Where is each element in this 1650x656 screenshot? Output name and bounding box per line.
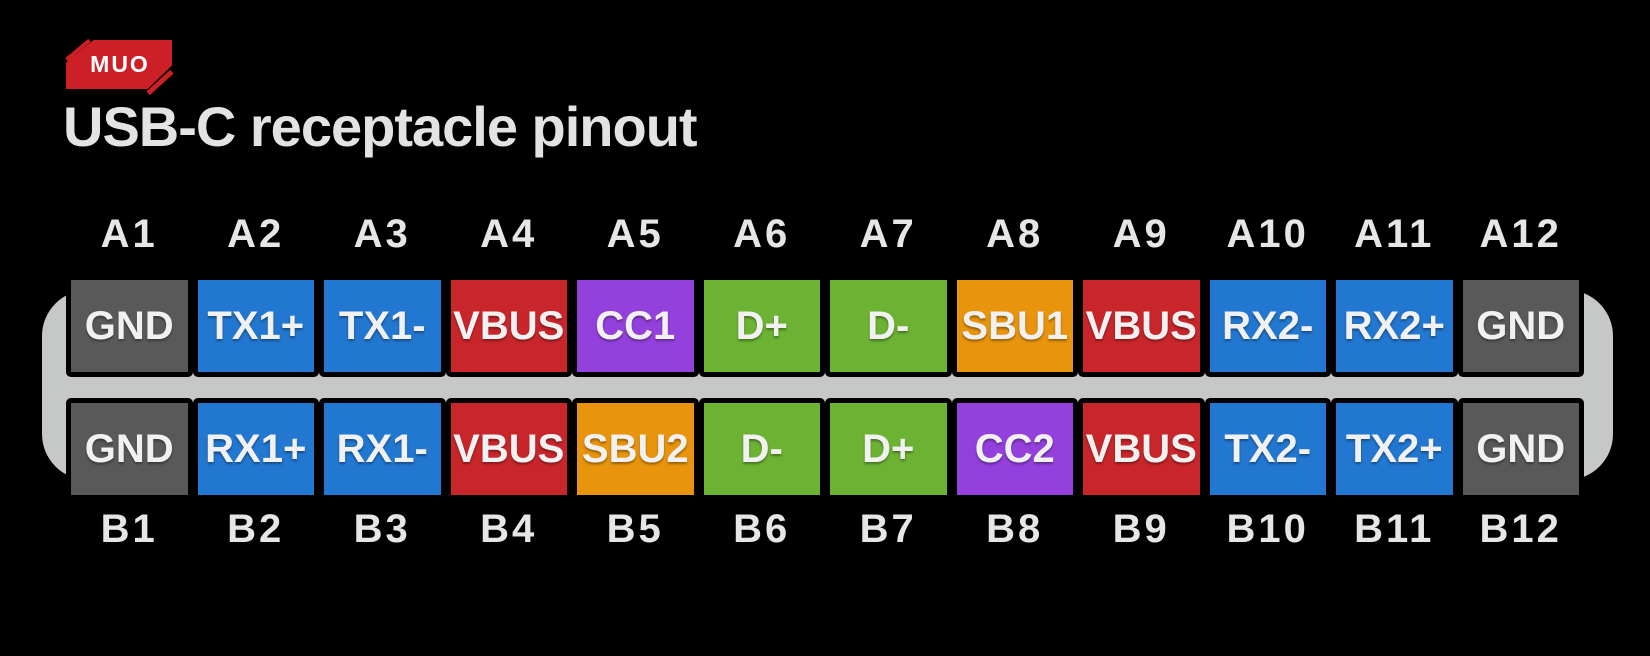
muo-logo-badge: MUO <box>66 40 172 89</box>
pin-b4-vbus: VBUS <box>445 398 572 500</box>
pin-b6-d-: D- <box>698 398 825 500</box>
muo-logo: MUO <box>65 38 174 96</box>
pin-a7-d-: D- <box>825 275 952 377</box>
pin-label-b5: B5 <box>606 506 664 551</box>
pin-label-a1: A1 <box>100 211 158 256</box>
pin-label-a12: A12 <box>1479 211 1562 256</box>
pin-b2-rx1+: RX1+ <box>192 398 319 500</box>
pin-b7-d+: D+ <box>825 398 952 500</box>
pin-label-b7: B7 <box>859 506 917 551</box>
pin-label-b12: B12 <box>1479 506 1562 551</box>
pin-a1-gnd: GND <box>66 275 193 377</box>
pin-label-b2: B2 <box>227 506 285 551</box>
pin-label-b8: B8 <box>986 506 1044 551</box>
pin-b8-cc2: CC2 <box>951 398 1078 500</box>
pin-label-b6: B6 <box>733 506 791 551</box>
pin-labels-row-a: A1 A2 A3 A4 A5 A6 A7 A8 A9 A10 A11 A12 <box>66 210 1584 258</box>
pin-b9-vbus: VBUS <box>1078 398 1205 500</box>
pin-label-a2: A2 <box>227 211 285 256</box>
pin-b10-tx2-: TX2- <box>1204 398 1331 500</box>
pin-label-b11: B11 <box>1354 506 1435 551</box>
pin-b12-gnd: GND <box>1457 398 1584 500</box>
pin-label-b10: B10 <box>1226 506 1309 551</box>
page-title: USB-C receptacle pinout <box>63 95 698 158</box>
pin-label-a3: A3 <box>353 211 411 256</box>
pin-label-a4: A4 <box>480 211 538 256</box>
pin-label-a5: A5 <box>606 211 664 256</box>
pin-a10-rx2-: RX2- <box>1204 275 1331 377</box>
pin-b5-sbu2: SBU2 <box>572 398 699 500</box>
pin-label-b1: B1 <box>100 506 158 551</box>
pin-a2-tx1+: TX1+ <box>192 275 319 377</box>
pin-a9-vbus: VBUS <box>1078 275 1205 377</box>
pin-b11-tx2+: TX2+ <box>1331 398 1458 500</box>
pin-label-b4: B4 <box>480 506 538 551</box>
pin-a4-vbus: VBUS <box>445 275 572 377</box>
muo-logo-text: MUO <box>90 51 150 77</box>
pin-b3-rx1-: RX1- <box>319 398 446 500</box>
pin-label-a11: A11 <box>1354 211 1435 256</box>
pin-label-b9: B9 <box>1112 506 1170 551</box>
pin-label-a9: A9 <box>1112 211 1170 256</box>
pin-label-a8: A8 <box>986 211 1044 256</box>
pin-label-a7: A7 <box>859 211 917 256</box>
pin-b1-gnd: GND <box>66 398 193 500</box>
pin-a6-d+: D+ <box>698 275 825 377</box>
pin-a12-gnd: GND <box>1457 275 1584 377</box>
pin-labels-row-b: B1 B2 B3 B4 B5 B6 B7 B8 B9 B10 B11 B12 <box>66 505 1584 553</box>
pin-a5-cc1: CC1 <box>572 275 699 377</box>
pin-a8-sbu1: SBU1 <box>951 275 1078 377</box>
pin-a11-rx2+: RX2+ <box>1331 275 1458 377</box>
pin-label-a10: A10 <box>1226 211 1309 256</box>
pin-label-b3: B3 <box>353 506 411 551</box>
pin-label-a6: A6 <box>733 211 791 256</box>
pin-a3-tx1-: TX1- <box>319 275 446 377</box>
